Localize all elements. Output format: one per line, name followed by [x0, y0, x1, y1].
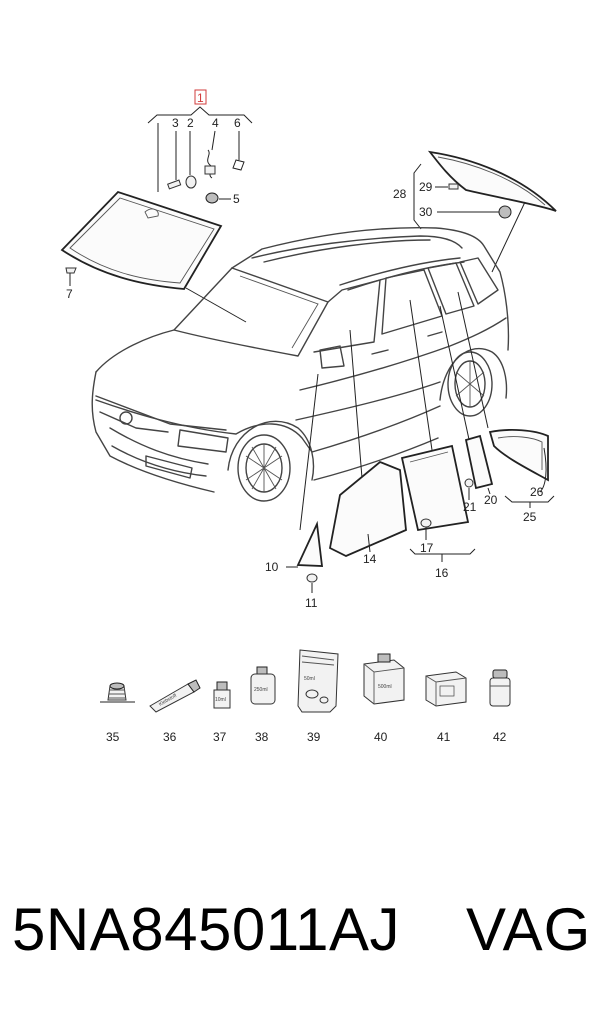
callout-36: 36 [163, 730, 177, 744]
callout-37: 37 [213, 730, 227, 744]
part-3-clip [167, 179, 182, 190]
can-label: 250ml [254, 687, 268, 693]
parts-diagram: 1 3 2 4 6 5 7 28 29 30 [60, 89, 557, 744]
part-6-bracket [232, 159, 245, 171]
callout-42: 42 [493, 730, 507, 744]
callout-2: 2 [187, 116, 194, 130]
callout-25: 25 [523, 510, 537, 524]
part-42-cartridge [489, 669, 511, 707]
part-39-bag: 50ml [297, 649, 339, 713]
callout-30: 30 [419, 205, 433, 219]
callout-6: 6 [234, 116, 241, 130]
callout-5: 5 [233, 192, 240, 206]
part-41-box [425, 671, 467, 707]
part-10-quarter-glass [296, 520, 324, 567]
small-bottle-label: 10ml [215, 697, 226, 703]
callout-10: 10 [265, 560, 279, 574]
callout-40: 40 [374, 730, 388, 744]
brand-name: VAG [466, 896, 592, 963]
windscreen-group: 1 3 2 4 6 5 7 [60, 89, 253, 323]
part-11-screw [306, 573, 318, 583]
part-7-clip [65, 267, 77, 274]
part-38-can: 250ml [250, 666, 276, 705]
callout-38: 38 [255, 730, 269, 744]
part-2-sensor [185, 175, 197, 189]
group-1-bracket [147, 106, 253, 124]
part-35-spool [100, 682, 135, 703]
callout-29: 29 [419, 180, 433, 194]
callout-16: 16 [435, 566, 449, 580]
callout-4: 4 [212, 116, 219, 130]
callout-14: 14 [363, 552, 377, 566]
part-37-small-bottle: 10ml [213, 681, 231, 709]
box-label: 500ml [378, 684, 392, 690]
part-40-box: 500ml [363, 653, 405, 705]
callout-39: 39 [307, 730, 321, 744]
bag-label: 50ml [304, 676, 315, 682]
car-illustration [91, 227, 510, 502]
part-21-bolt [464, 478, 474, 488]
part-29-clip [448, 183, 459, 190]
part-16-rear-door-glass [400, 444, 470, 532]
part-30-cap [498, 205, 512, 219]
part-5-sensor [205, 192, 219, 204]
callout-7: 7 [66, 287, 73, 301]
callout-1-box [194, 89, 207, 105]
footer: 5NA845011AJ VAG [0, 895, 600, 985]
consumables-row: 35 Klebstoff 36 10ml 37 250ml 38 50ml [100, 649, 511, 744]
callout-20: 20 [484, 493, 498, 507]
part-14-front-door-glass [328, 460, 407, 557]
callout-3: 3 [172, 116, 179, 130]
callout-1: 1 [197, 91, 204, 105]
windscreen-glass [60, 190, 223, 290]
part-20-quarter-glass [464, 434, 494, 490]
callout-28: 28 [393, 187, 407, 201]
part-25-side-glass [488, 429, 549, 482]
callout-26: 26 [530, 485, 544, 499]
side-window-group: 10 11 14 17 16 21 20 26 25 [265, 291, 555, 610]
callout-17: 17 [420, 541, 434, 555]
callout-11: 11 [305, 596, 318, 610]
callout-35: 35 [106, 730, 120, 744]
callout-41: 41 [437, 730, 451, 744]
part-36-tube: Klebstoff [149, 679, 201, 713]
rear-window-glass [427, 150, 557, 212]
part-17-bolt [420, 518, 432, 528]
callout-21: 21 [463, 500, 477, 514]
rear-window-group: 28 29 30 [393, 150, 557, 273]
part-number: 5NA845011AJ [12, 896, 400, 963]
